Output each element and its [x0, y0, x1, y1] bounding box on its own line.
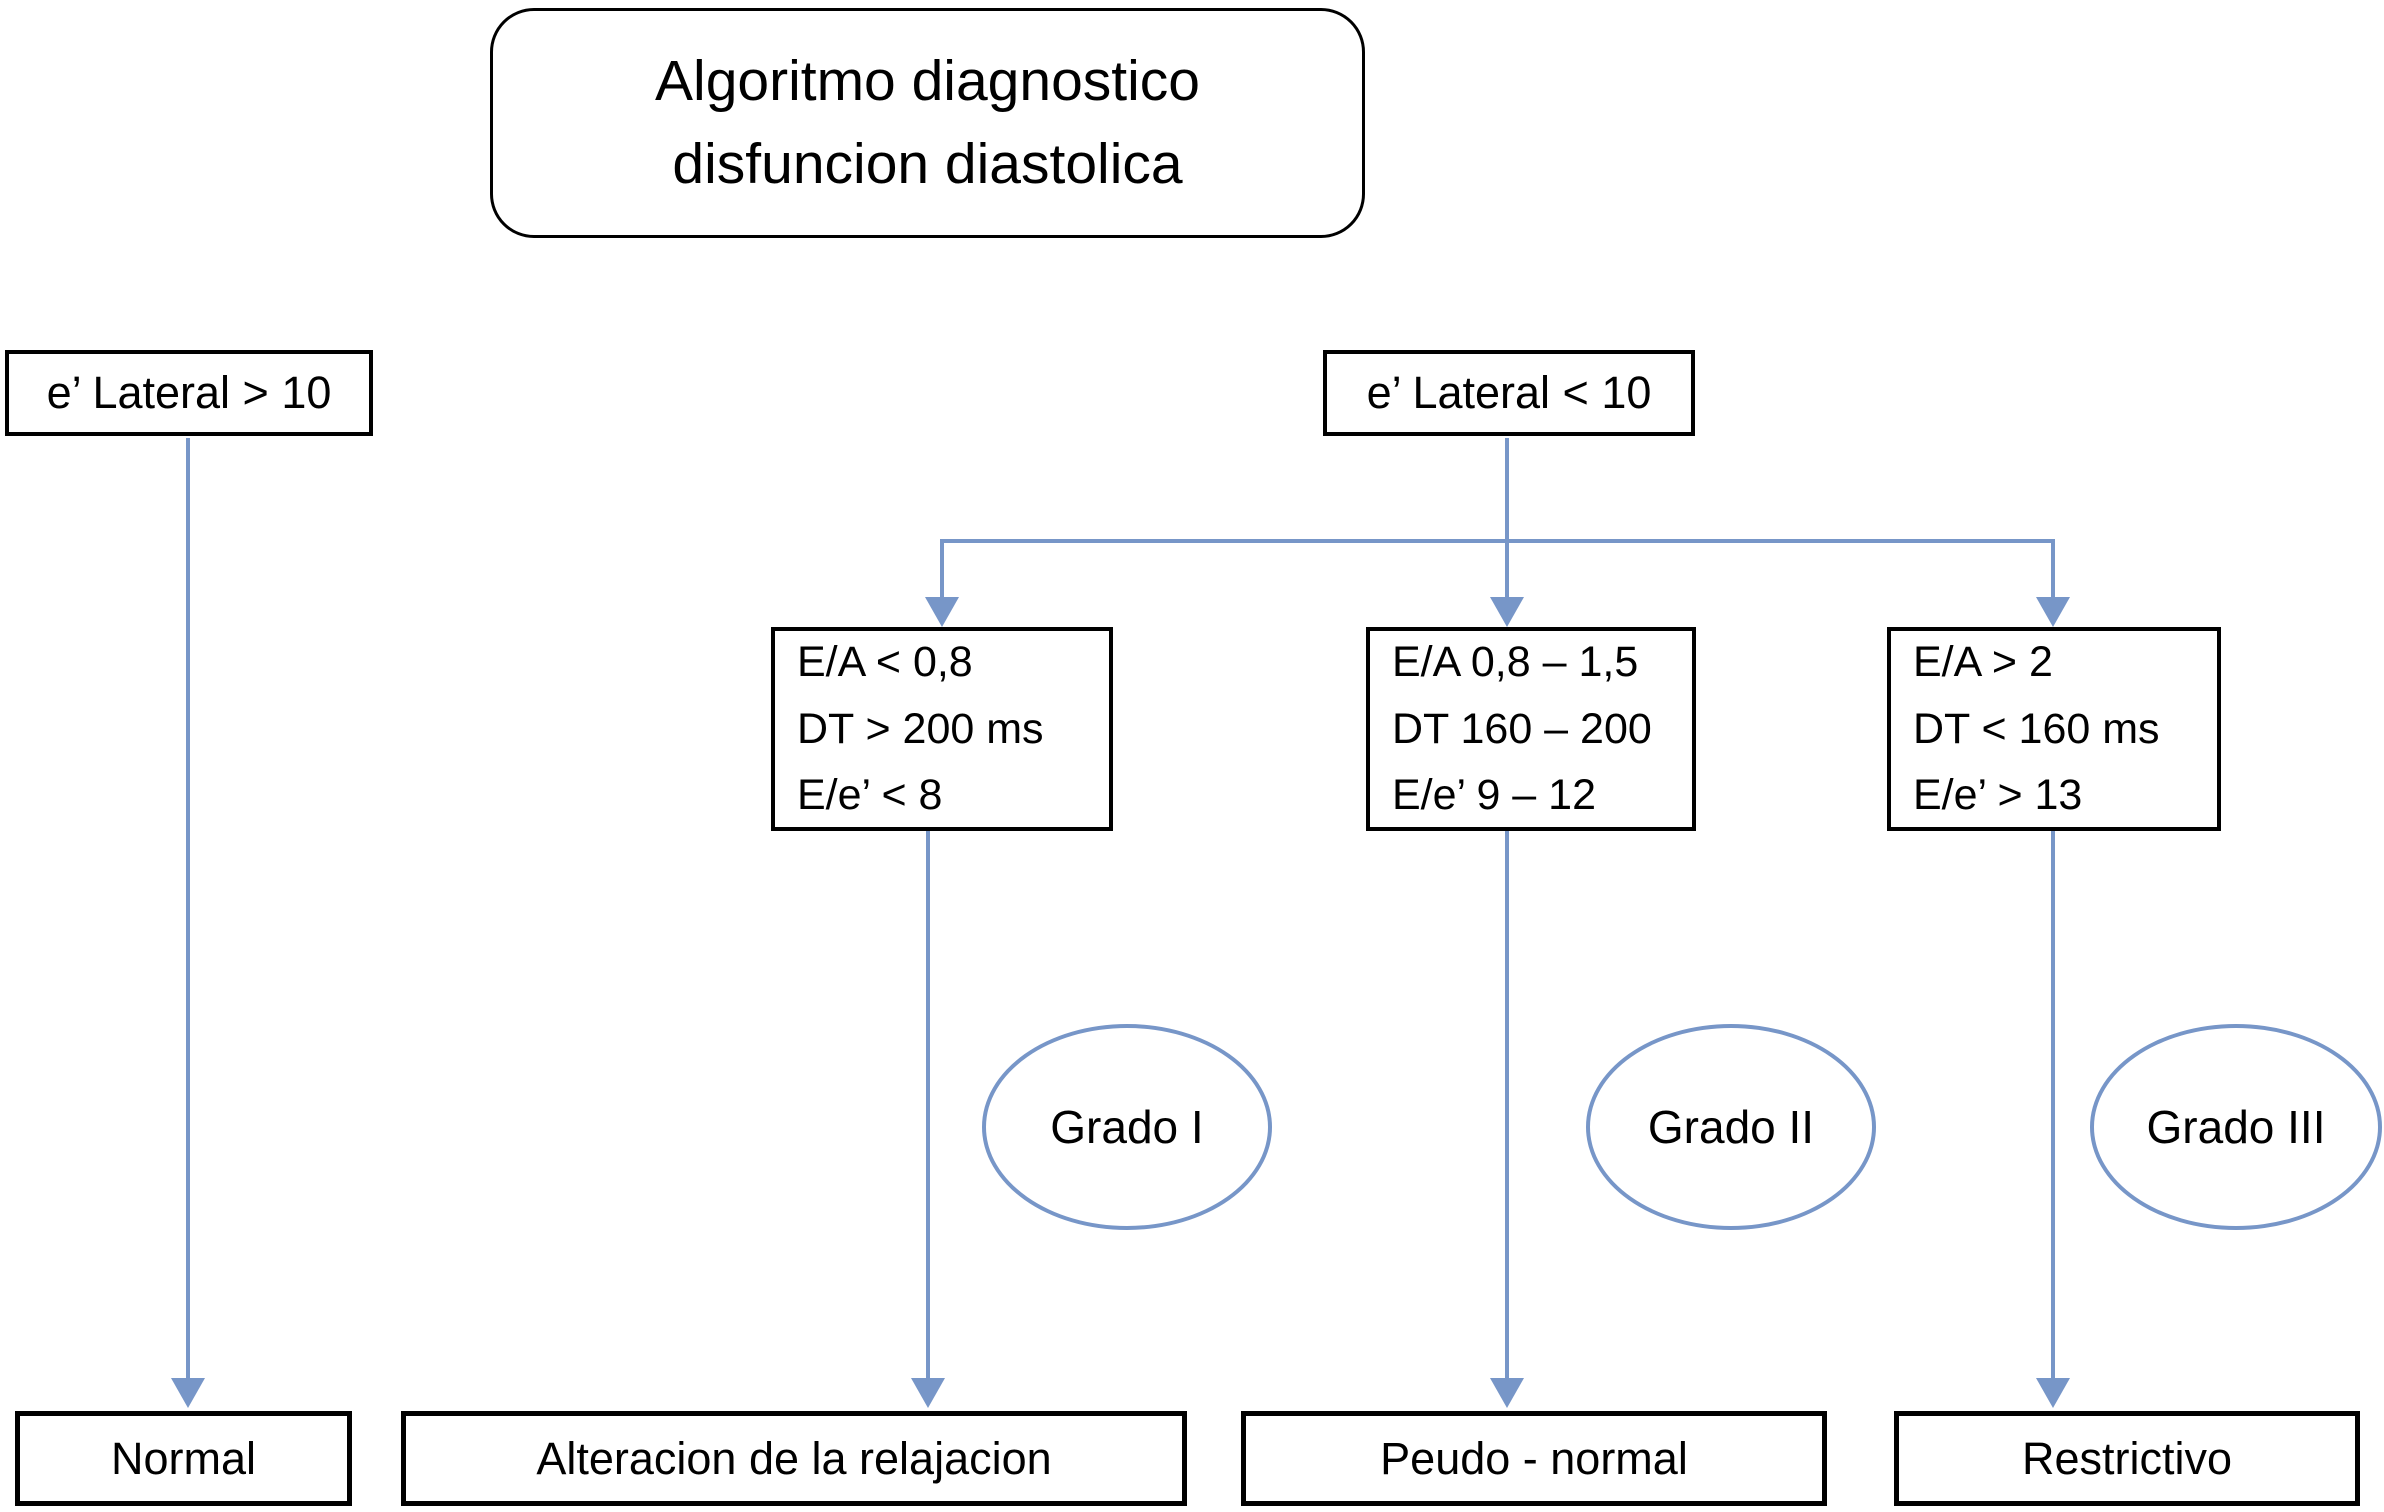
criteria1-line1: E/A < 0,8	[797, 638, 973, 687]
result-peudo-normal-label: Peudo - normal	[1380, 1432, 1688, 1484]
arrowhead-to-alteracion	[911, 1378, 945, 1408]
grade-ellipse-3: Grado III	[2090, 1024, 2382, 1230]
result-restrictivo-label: Restrictivo	[2021, 1432, 2233, 1484]
connector-drop-grade3	[2051, 541, 2055, 597]
condition-left-label: e’ Lateral > 10	[46, 367, 332, 418]
criteria3-line1: E/A > 2	[1913, 638, 2053, 687]
arrowhead-to-peudo-normal	[1490, 1378, 1524, 1408]
connector-right-stem	[1505, 438, 1509, 597]
connector-criteria3-to-result	[2051, 831, 2055, 1378]
arrowhead-to-normal	[171, 1378, 205, 1408]
connector-drop-grade1	[940, 541, 944, 597]
connector-criteria2-to-result	[1505, 831, 1509, 1378]
condition-node-e-lateral-lt-10: e’ Lateral < 10	[1323, 350, 1695, 436]
grade-ellipse-2: Grado II	[1586, 1024, 1876, 1230]
criteria1-line2: DT > 200 ms	[797, 704, 1044, 753]
criteria2-line1: E/A 0,8 – 1,5	[1392, 638, 1639, 687]
grade-3-label: Grado III	[2146, 1101, 2326, 1153]
result-node-alteracion: Alteracion de la relajacion	[401, 1411, 1187, 1506]
criteria1-line3: E/e’ < 8	[797, 771, 943, 820]
grade-1-label: Grado I	[1050, 1101, 1204, 1153]
grade-ellipse-1: Grado I	[982, 1024, 1272, 1230]
criteria-node-grade2: E/A 0,8 – 1,5 DT 160 – 200 E/e’ 9 – 12	[1366, 627, 1696, 831]
title-node: Algoritmo diagnostico disfuncion diastol…	[490, 8, 1365, 238]
arrowhead-to-restrictivo	[2036, 1378, 2070, 1408]
criteria2-line2: DT 160 – 200	[1392, 704, 1652, 753]
grade-2-label: Grado II	[1647, 1101, 1815, 1153]
result-node-normal: Normal	[15, 1411, 352, 1506]
result-alteracion-label: Alteracion de la relajacion	[536, 1432, 1052, 1484]
title-line-2: disfuncion diastolica	[672, 132, 1183, 196]
criteria3-line3: E/e’ > 13	[1913, 771, 2083, 820]
criteria2-line3: E/e’ 9 – 12	[1392, 771, 1596, 820]
connector-left-vertical	[186, 438, 190, 1378]
connector-branch-horizontal	[940, 539, 2055, 543]
arrowhead-to-criteria-2	[1490, 597, 1524, 627]
criteria3-line2: DT < 160 ms	[1913, 704, 2160, 753]
connector-criteria1-to-result	[926, 831, 930, 1378]
title-line-1: Algoritmo diagnostico	[655, 49, 1200, 114]
arrowhead-to-criteria-1	[925, 597, 959, 627]
criteria-node-grade3: E/A > 2 DT < 160 ms E/e’ > 13	[1887, 627, 2221, 831]
result-normal-label: Normal	[110, 1432, 257, 1484]
condition-node-e-lateral-gt-10: e’ Lateral > 10	[5, 350, 373, 436]
arrowhead-to-criteria-3	[2036, 597, 2070, 627]
condition-right-label: e’ Lateral < 10	[1366, 367, 1652, 418]
result-node-peudo-normal: Peudo - normal	[1241, 1411, 1827, 1506]
result-node-restrictivo: Restrictivo	[1894, 1411, 2360, 1506]
criteria-node-grade1: E/A < 0,8 DT > 200 ms E/e’ < 8	[771, 627, 1113, 831]
